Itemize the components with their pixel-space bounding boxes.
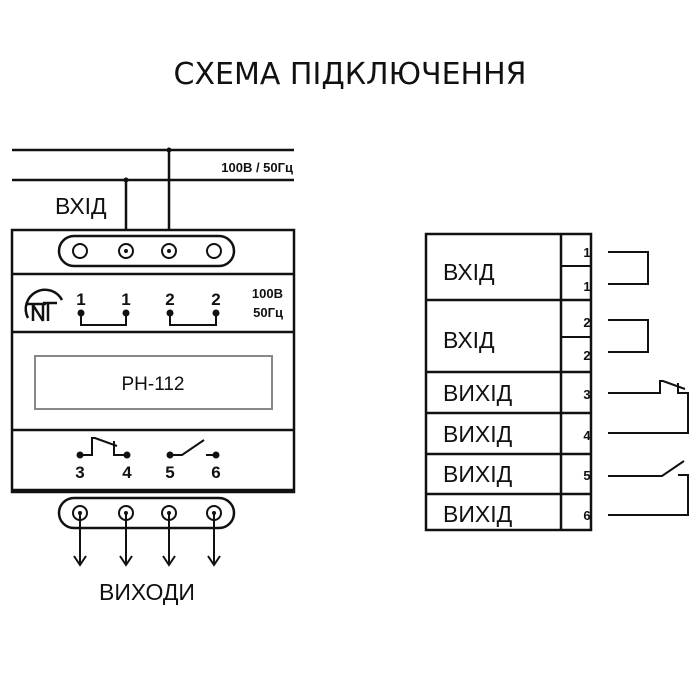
row-terminal: 3 bbox=[583, 387, 590, 402]
device-terminal-label: 1 bbox=[121, 290, 130, 309]
device-terminal-label: 2 bbox=[165, 290, 174, 309]
device-terminal-label: 6 bbox=[211, 463, 220, 482]
row-label: ВИХІД bbox=[443, 501, 513, 527]
row-label: ВИХІД bbox=[443, 421, 513, 447]
page-title: СХЕМА ПІДКЛЮЧЕННЯ bbox=[174, 57, 527, 92]
rating-voltage: 100В bbox=[252, 286, 283, 301]
junction-dot bbox=[124, 178, 129, 183]
input-label: ВХІД bbox=[55, 193, 107, 219]
row-terminal: 1 bbox=[583, 245, 590, 260]
rating-frequency: 50Гц bbox=[253, 305, 283, 320]
row-terminal: 4 bbox=[583, 428, 591, 443]
row-label: ВИХІД bbox=[443, 380, 513, 406]
row-terminal: 2 bbox=[583, 348, 590, 363]
screw-center bbox=[124, 249, 128, 253]
junction-dot bbox=[167, 148, 172, 153]
screw-center bbox=[167, 249, 171, 253]
device-terminal-label: 1 bbox=[76, 290, 85, 309]
jumper-2-2 bbox=[608, 320, 648, 352]
device-terminal-label: 4 bbox=[122, 463, 132, 482]
row-terminal: 1 bbox=[583, 279, 590, 294]
row-terminal: 5 bbox=[583, 468, 590, 483]
outputs-label: ВИХОДИ bbox=[99, 579, 195, 605]
row-terminal: 6 bbox=[583, 508, 590, 523]
device-terminal-label: 5 bbox=[165, 463, 174, 482]
jumper-1-1 bbox=[608, 252, 648, 284]
device-terminal-label: 3 bbox=[75, 463, 84, 482]
supply-label: 100В / 50Гц bbox=[221, 160, 293, 175]
nc-contact-3-4 bbox=[608, 381, 688, 433]
row-label: ВИХІД bbox=[443, 461, 513, 487]
device-terminal-label: 2 bbox=[211, 290, 220, 309]
row-label: ВХІД bbox=[443, 327, 495, 353]
row-terminal: 2 bbox=[583, 315, 590, 330]
model-name: РН-112 bbox=[121, 374, 184, 395]
row-label: ВХІД bbox=[443, 259, 495, 285]
no-contact-5-6 bbox=[608, 461, 688, 515]
